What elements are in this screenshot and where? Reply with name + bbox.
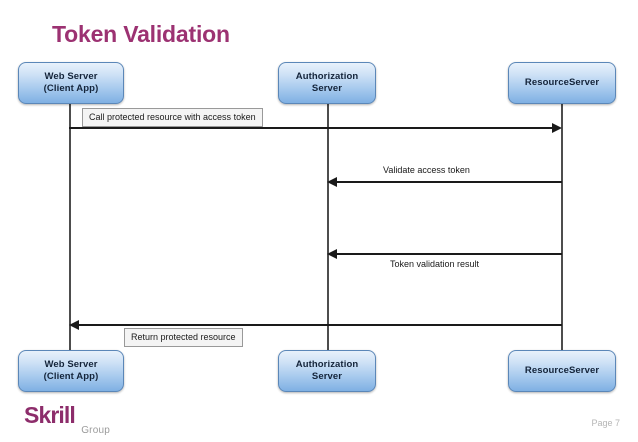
actor-box-authorization-server-top[interactable]: Authorization Server xyxy=(278,62,376,104)
brand-name: Skrill xyxy=(24,402,76,428)
actor-box-web-server-top[interactable]: Web Server (Client App) xyxy=(18,62,124,104)
arrow-head-left-icon xyxy=(327,177,337,187)
actor-label-line: Server xyxy=(311,83,343,94)
lifeline-authorization-server xyxy=(327,104,329,350)
page-title: Token Validation xyxy=(52,21,230,47)
actor-label-line: Web Server xyxy=(44,70,98,82)
actor-label-line: ResourceServer xyxy=(524,76,600,88)
actor-label-line: Authorization xyxy=(295,358,359,370)
slide-footer: Skrill Group Page 7 xyxy=(0,398,638,442)
actor-label-line: Server xyxy=(311,371,343,382)
brand-subtitle: Group xyxy=(81,425,110,436)
message-label-validate-access-token: Validate access token xyxy=(383,165,470,175)
message-line-token-validation-result xyxy=(337,253,562,255)
actor-label-line: (Client App) xyxy=(43,83,99,94)
actor-label-line: Authorization xyxy=(295,70,359,82)
arrow-head-left-icon xyxy=(327,249,337,259)
actor-box-resource-server-bottom[interactable]: ResourceServer xyxy=(508,350,616,392)
arrow-head-left-icon xyxy=(69,320,79,330)
actor-label-line: ResourceServer xyxy=(524,364,600,376)
skrill-group-logo: Skrill Group xyxy=(24,403,114,439)
message-line-return-protected-resource xyxy=(79,324,562,326)
message-line-validate-access-token xyxy=(337,181,562,183)
actor-label-line: Web Server xyxy=(44,358,98,370)
actor-box-web-server-bottom[interactable]: Web Server (Client App) xyxy=(18,350,124,392)
page-number: Page 7 xyxy=(591,418,620,428)
message-line-call-protected-resource xyxy=(69,127,553,129)
lifeline-web-server xyxy=(69,104,71,350)
message-label-token-validation-result: Token validation result xyxy=(390,259,480,269)
actor-box-authorization-server-bottom[interactable]: Authorization Server xyxy=(278,350,376,392)
lifeline-resource-server xyxy=(561,104,563,350)
actor-label-line: (Client App) xyxy=(43,371,99,382)
message-label-return-protected-resource: Return protected resource xyxy=(124,328,243,347)
sequence-diagram: Web Server (Client App) Authorization Se… xyxy=(18,62,616,392)
message-label-call-protected-resource: Call protected resource with access toke… xyxy=(82,108,263,127)
arrow-head-right-icon xyxy=(552,123,562,133)
actor-box-resource-server-top[interactable]: ResourceServer xyxy=(508,62,616,104)
